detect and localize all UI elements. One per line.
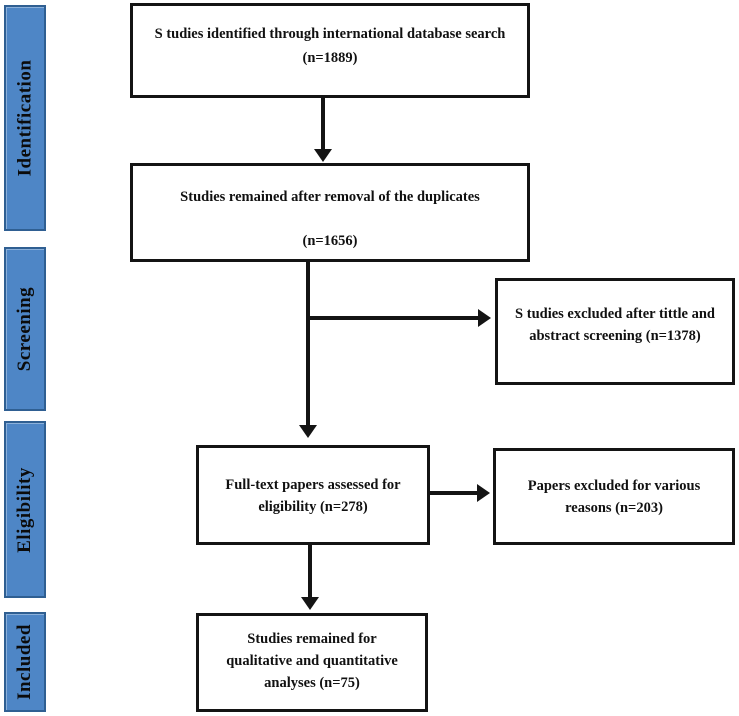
box-duplicates-removed-count: (n=1656) [302, 233, 358, 249]
box-duplicates-removed-line1: Studies remained after removal of the du… [180, 189, 480, 205]
connector-to-excluded-screening [306, 316, 478, 320]
stage-label-eligibility: Eligibility [14, 466, 35, 553]
connector-fulltext-to-included [308, 545, 312, 598]
connector-deduplicated-to-fulltext [306, 262, 310, 426]
stage-bar-included: Included [4, 612, 46, 712]
box-duplicates-removed: Studies remained after removal of the du… [130, 163, 530, 262]
stage-bar-screening: Screening [4, 247, 46, 411]
arrowhead-right-icon [477, 484, 490, 502]
stage-label-included: Included [14, 624, 35, 700]
box-studies-identified-count: (n=1889) [302, 50, 358, 66]
box-excluded-after-screening: S tudies excluded after tittle and abstr… [495, 278, 735, 385]
box-excluded-various-reasons-line1: Papers excluded for various [527, 478, 701, 494]
box-excluded-after-screening-line2: abstract screening (n=1378) [529, 328, 701, 344]
box-studies-included-line3: analyses (n=75) [264, 675, 360, 691]
box-studies-included-line2: qualitative and quantitative [226, 653, 398, 669]
arrowhead-down-icon [301, 597, 319, 610]
box-studies-identified: S tudies identified through internationa… [130, 3, 530, 98]
stage-bar-identification: Identification [4, 5, 46, 231]
box-studies-included: Studies remained for qualitative and qua… [196, 613, 428, 712]
box-excluded-various-reasons-line2: reasons (n=203) [565, 500, 663, 516]
arrowhead-down-icon [314, 149, 332, 162]
connector-identified-to-deduplicated [321, 98, 325, 150]
connector-to-excluded-fulltext [430, 491, 478, 495]
box-excluded-after-screening-line1: S tudies excluded after tittle and [515, 306, 715, 322]
box-fulltext-assessed-line2: eligibility (n=278) [258, 499, 368, 515]
stage-label-screening: Screening [14, 286, 35, 372]
arrowhead-right-icon [478, 309, 491, 327]
arrowhead-down-icon [299, 425, 317, 438]
stage-bar-eligibility: Eligibility [4, 421, 46, 598]
box-studies-identified-line1: S tudies identified through internationa… [154, 26, 506, 42]
box-excluded-various-reasons: Papers excluded for various reasons (n=2… [493, 448, 735, 545]
box-fulltext-assessed: Full-text papers assessed for eligibilit… [196, 445, 430, 545]
box-fulltext-assessed-line1: Full-text papers assessed for [225, 477, 401, 493]
stage-label-identification: Identification [14, 59, 35, 177]
box-studies-included-line1: Studies remained for [247, 631, 377, 647]
